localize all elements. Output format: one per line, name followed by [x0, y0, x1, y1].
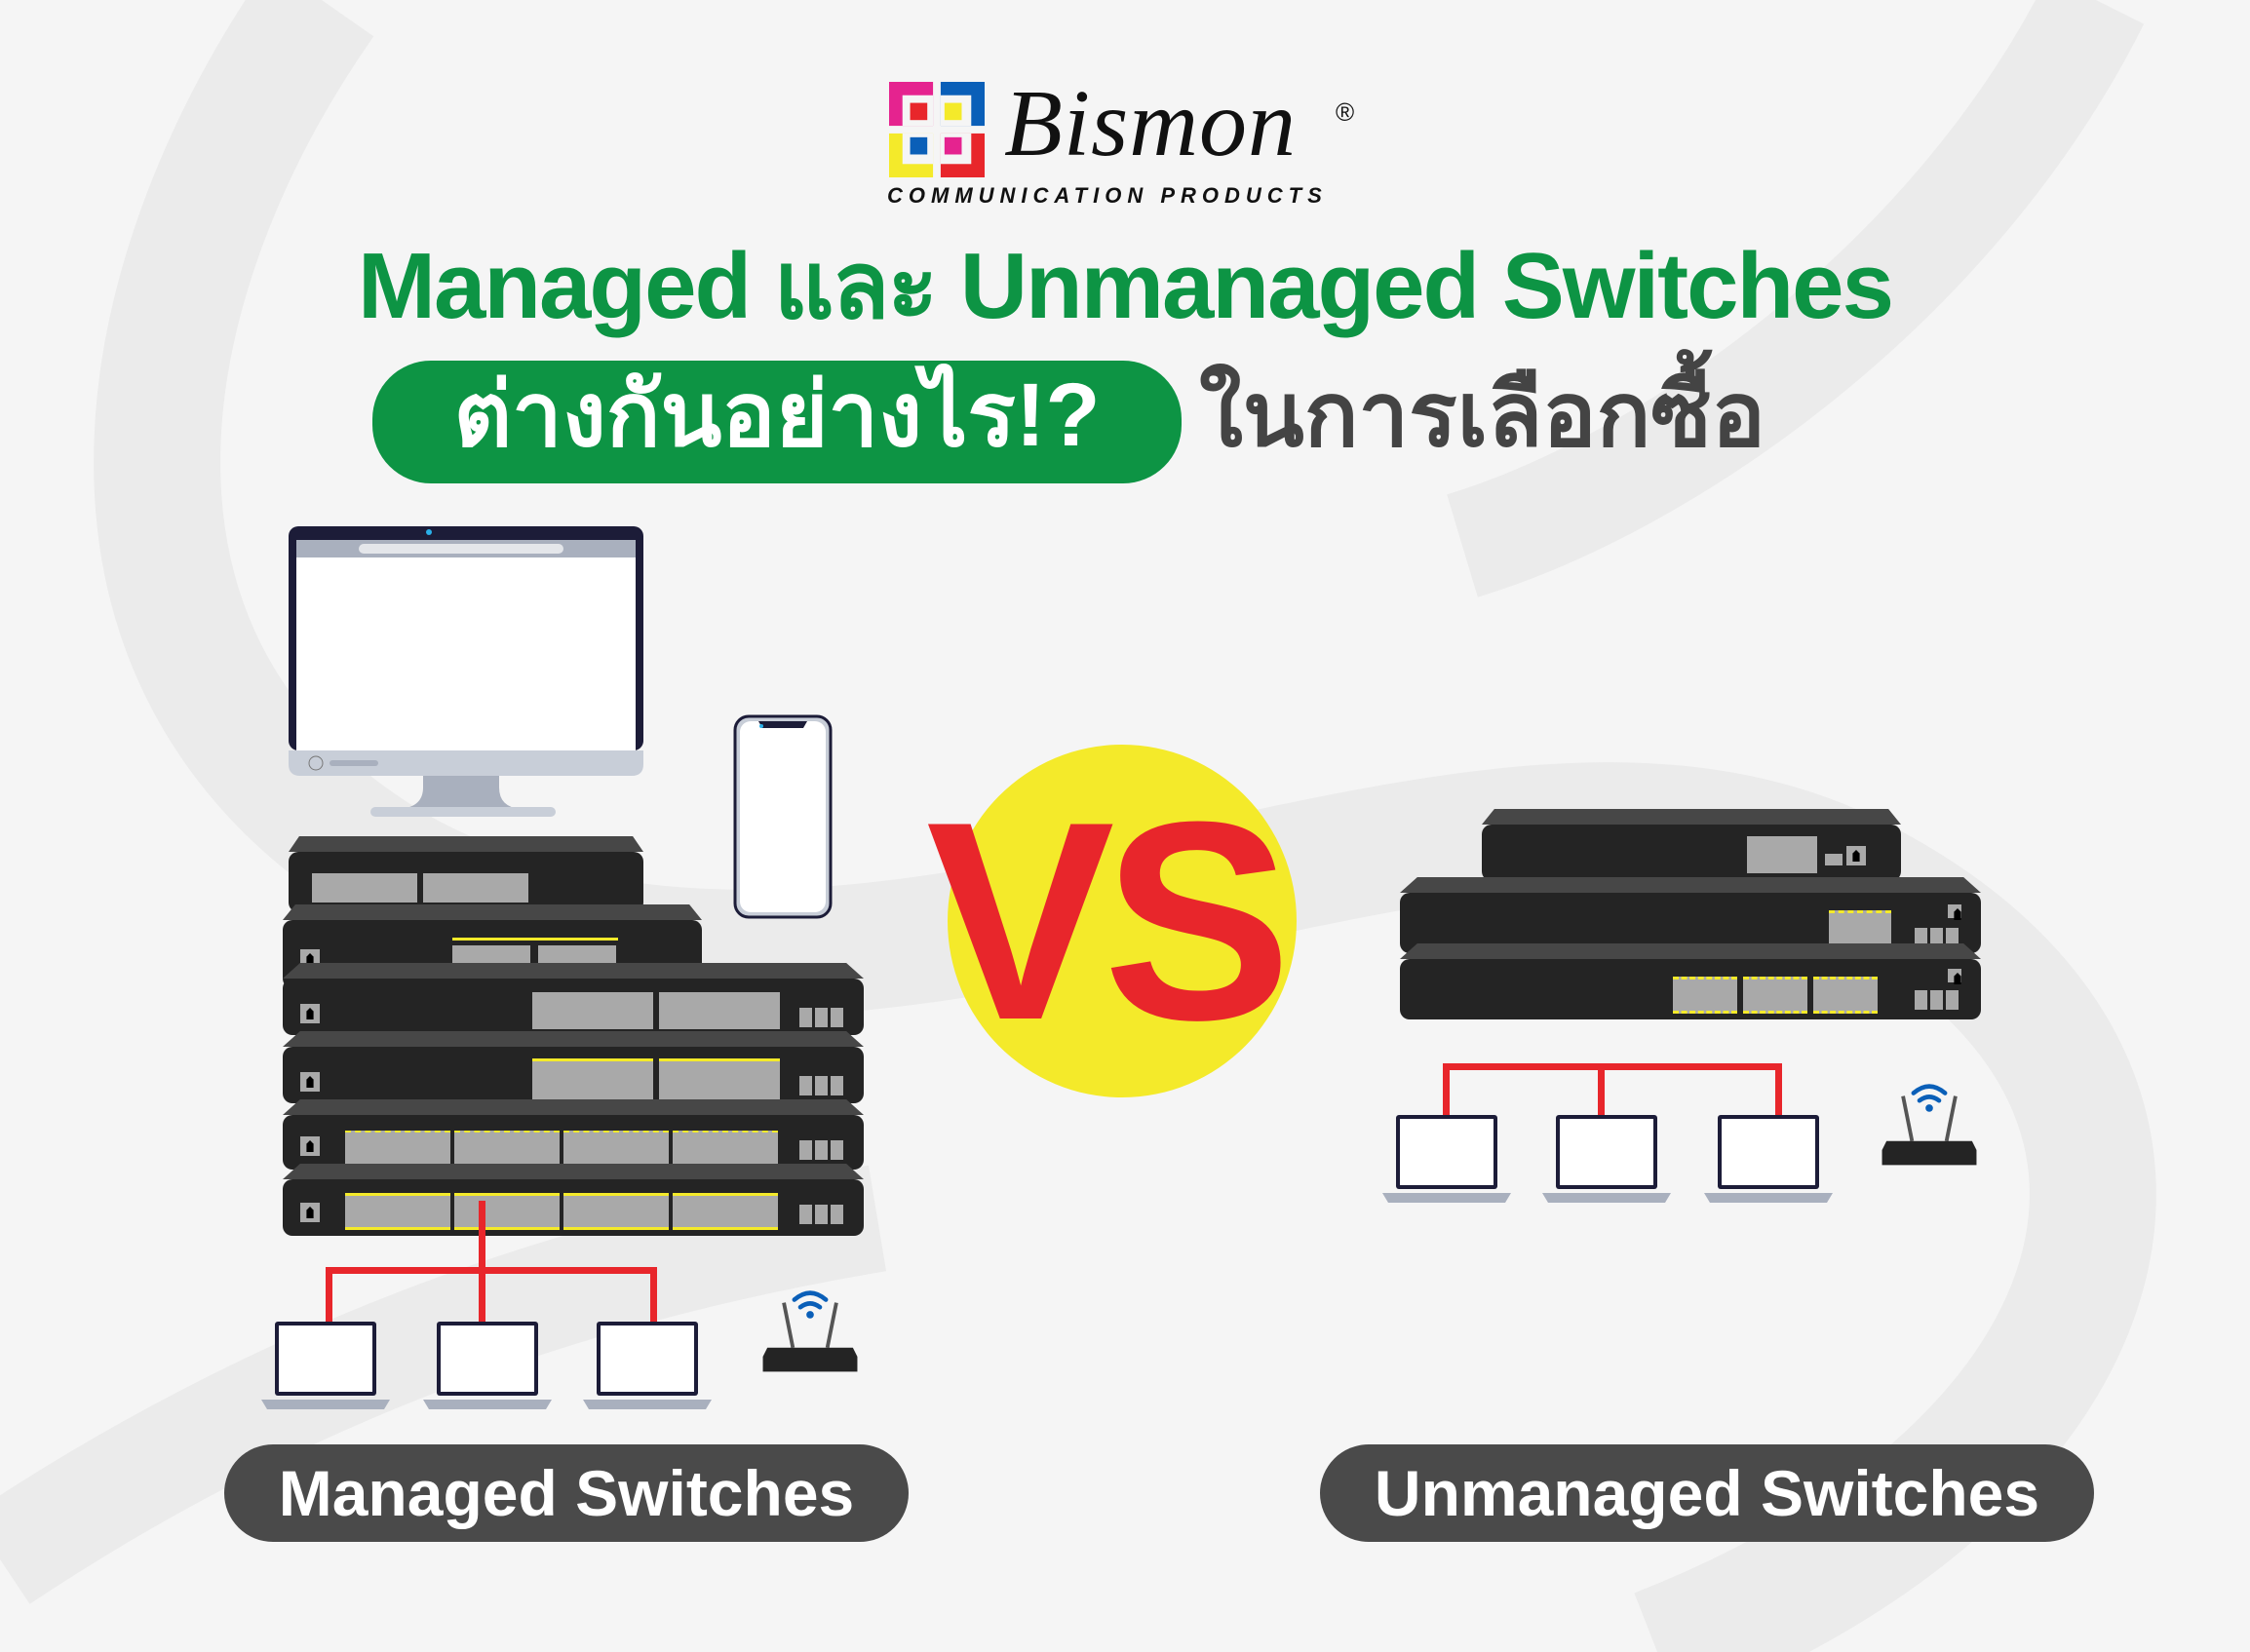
network-cable: [479, 1201, 485, 1324]
smartphone-icon: [733, 714, 833, 919]
network-cable: [650, 1267, 657, 1324]
unmanaged-switch-8port-poe: [1400, 893, 1981, 953]
brand-name: Bismon: [1004, 71, 1297, 176]
managed-switch-8port: [289, 852, 643, 912]
registered-mark: ®: [1336, 97, 1355, 127]
managed-switch-48port-poe: [283, 1179, 864, 1236]
managed-switches-label: Managed Switches: [224, 1444, 909, 1542]
network-cable: [1443, 1063, 1782, 1070]
headline-line2: ในการเลือกซื้อ: [1199, 365, 1766, 465]
vs-circle: [948, 745, 1297, 1097]
brand-tagline: COMMUNICATION PRODUCTS: [887, 183, 1328, 208]
wifi-router-icon: [1881, 1084, 1977, 1166]
laptop-icon: [1542, 1115, 1671, 1203]
network-cable: [326, 1267, 332, 1324]
headline-highlight-pill: [372, 361, 1182, 483]
laptop-icon: [1704, 1115, 1833, 1203]
managed-switch-24port-a: [283, 979, 864, 1035]
laptop-icon: [583, 1322, 712, 1409]
network-cable: [1775, 1063, 1782, 1118]
wifi-router-icon: [762, 1290, 858, 1372]
unmanaged-switch-24port-poe: [1400, 959, 1981, 1019]
unmanaged-switches-label: Unmanaged Switches: [1320, 1444, 2094, 1542]
unmanaged-switch-8port: [1482, 825, 1901, 881]
laptop-icon: [261, 1322, 390, 1409]
network-cable: [326, 1267, 657, 1274]
managed-switch-48port-a: [283, 1115, 864, 1170]
desktop-monitor-icon: [289, 526, 643, 817]
headline-highlight-text: ต่างกันอย่างไร!?: [453, 365, 1101, 465]
laptop-icon: [423, 1322, 552, 1409]
laptop-icon: [1382, 1115, 1511, 1203]
bismon-logo-icon: [889, 82, 985, 177]
headline-line1: Managed และ Unmanaged Switches: [358, 234, 1894, 338]
vs-text: VS: [926, 763, 1292, 1079]
network-cable: [1443, 1063, 1450, 1118]
network-cable: [1598, 1063, 1605, 1118]
managed-switch-24port-poe: [283, 1047, 864, 1103]
